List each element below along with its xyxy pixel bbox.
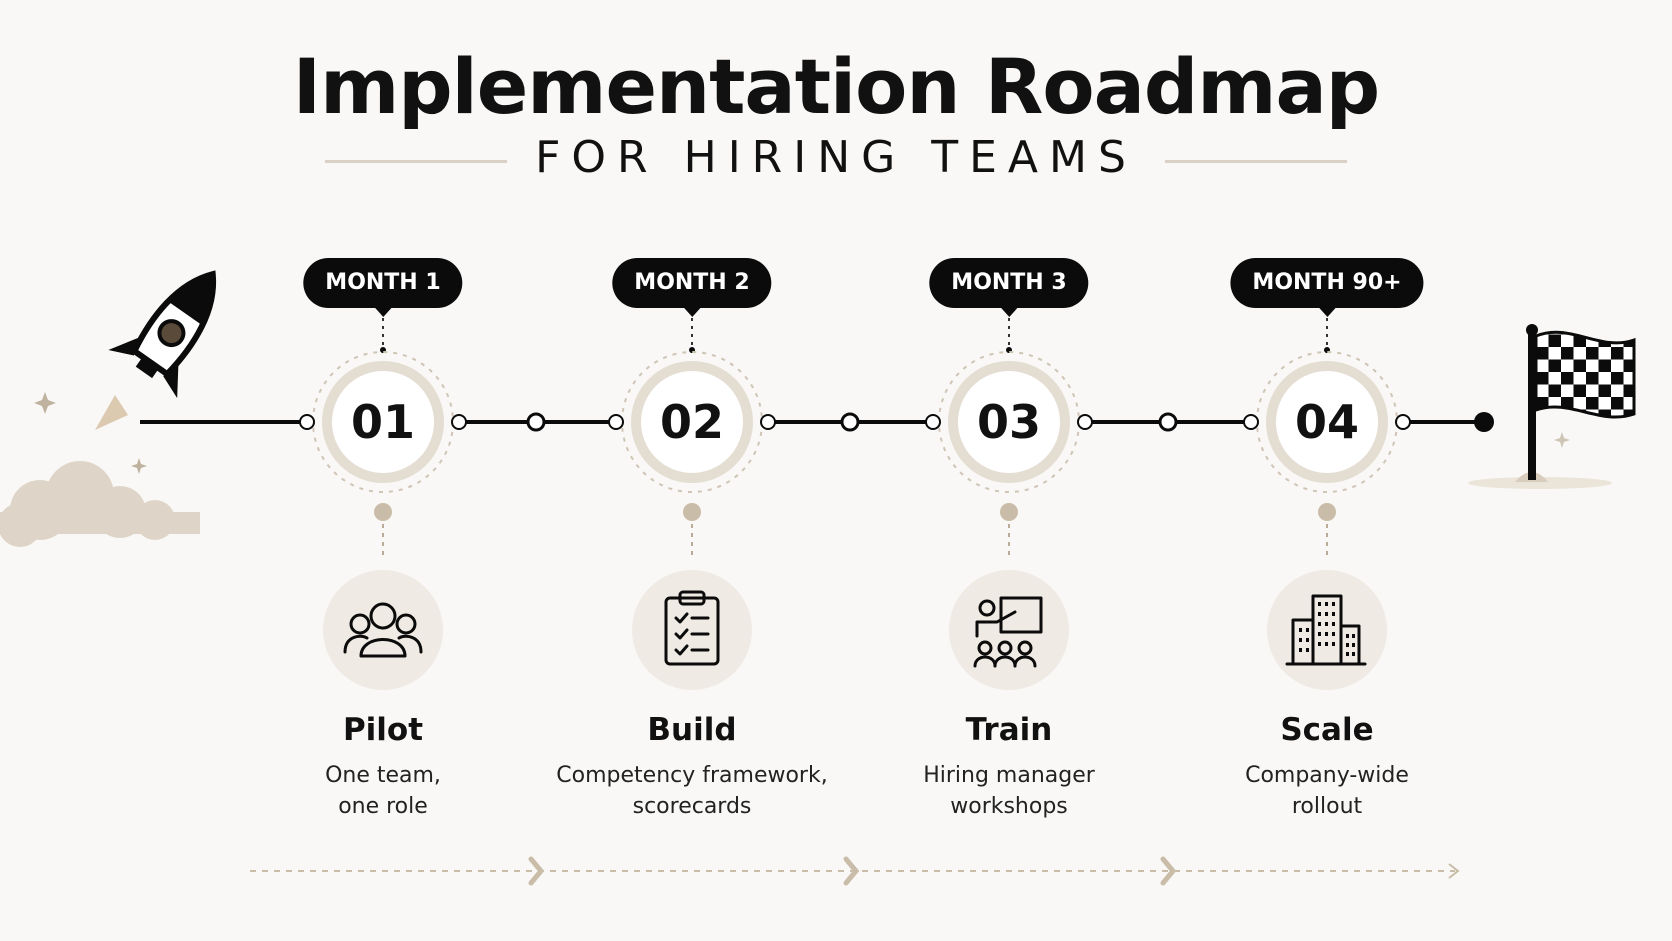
page-subtitle: FOR HIRING TEAMS bbox=[535, 132, 1137, 183]
step-month-badge: MONTH 90+ bbox=[1230, 258, 1424, 317]
step-ring bbox=[948, 361, 1070, 483]
step-ring bbox=[1266, 361, 1388, 483]
progress-arrow-track bbox=[250, 856, 1460, 886]
step-description: Company-wide rollout bbox=[1167, 760, 1487, 822]
ring-node-right bbox=[451, 414, 467, 430]
step-title: Scale bbox=[1280, 712, 1374, 748]
step-connector-dot bbox=[1000, 503, 1018, 521]
ring-node-right bbox=[760, 414, 776, 430]
subtitle-divider-left bbox=[325, 160, 507, 163]
step-connector-dot bbox=[683, 503, 701, 521]
step-month-badge: MONTH 1 bbox=[303, 258, 463, 317]
ring-node-right bbox=[1077, 414, 1093, 430]
presentation-training-icon bbox=[973, 596, 1043, 668]
step-description: Competency framework, scorecards bbox=[532, 760, 852, 822]
step-icon-circle bbox=[632, 570, 752, 690]
step-description-line: Competency framework, bbox=[556, 763, 828, 788]
rocket-icon bbox=[0, 270, 217, 547]
step-description: Hiring manager workshops bbox=[849, 760, 1169, 822]
step-month-badge: MONTH 3 bbox=[929, 258, 1089, 317]
step-ring bbox=[322, 361, 444, 483]
people-group-icon bbox=[343, 602, 423, 658]
ring-node-left bbox=[1243, 414, 1259, 430]
step-month-badge: MONTH 2 bbox=[612, 258, 772, 317]
timeline-node bbox=[526, 412, 546, 432]
step-icon-circle bbox=[949, 570, 1069, 690]
checkered-flag-icon bbox=[1468, 324, 1636, 489]
timeline-end-dot bbox=[1474, 412, 1494, 432]
ring-node-right bbox=[1395, 414, 1411, 430]
step-connector-dot bbox=[1318, 503, 1336, 521]
step-number: 03 bbox=[976, 395, 1041, 449]
step-icon-circle bbox=[323, 570, 443, 690]
office-buildings-icon bbox=[1285, 594, 1367, 666]
subtitle-row: FOR HIRING TEAMS bbox=[0, 132, 1672, 192]
step-description-line: One team, bbox=[325, 763, 441, 788]
ring-node-left bbox=[299, 414, 315, 430]
step-number: 02 bbox=[659, 395, 724, 449]
step-description-line: one role bbox=[338, 794, 428, 819]
step-icon-circle bbox=[1267, 570, 1387, 690]
step-description-line: Hiring manager bbox=[923, 763, 1095, 788]
timeline-node bbox=[840, 412, 860, 432]
step-description-line: scorecards bbox=[632, 794, 752, 819]
step-description-line: workshops bbox=[950, 794, 1068, 819]
clipboard-checklist-icon bbox=[664, 590, 720, 666]
step-title: Build bbox=[647, 712, 737, 748]
step-number: 01 bbox=[350, 395, 415, 449]
step-description-line: Company-wide bbox=[1245, 763, 1409, 788]
ring-node-left bbox=[608, 414, 624, 430]
timeline-node bbox=[1158, 412, 1178, 432]
ring-node-left bbox=[925, 414, 941, 430]
step-number: 04 bbox=[1294, 395, 1359, 449]
step-title: Train bbox=[965, 712, 1053, 748]
subtitle-divider-right bbox=[1165, 160, 1347, 163]
step-connector-dot bbox=[374, 503, 392, 521]
step-ring bbox=[631, 361, 753, 483]
step-description: One team, one role bbox=[223, 760, 543, 822]
page-title: Implementation Roadmap bbox=[292, 42, 1380, 131]
step-title: Pilot bbox=[342, 712, 424, 748]
step-description-line: rollout bbox=[1291, 794, 1363, 819]
